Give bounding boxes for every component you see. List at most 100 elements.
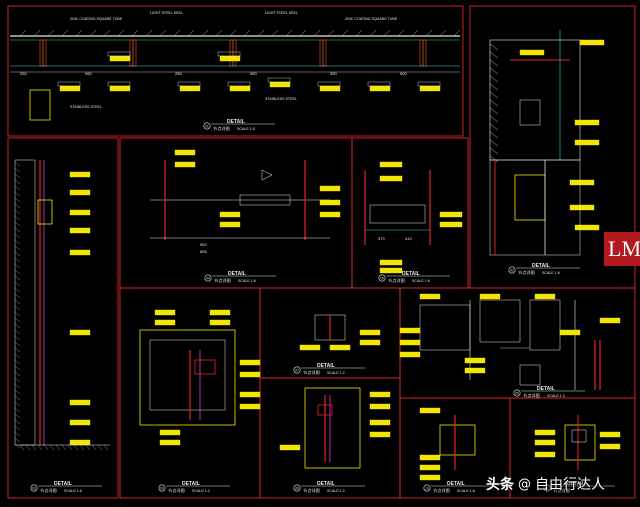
watermark: 头条 @ 自由行达人 <box>486 472 636 496</box>
panel-title-cn: 节点详图 <box>168 487 185 494</box>
panel-title-cn: 节点详图 <box>553 487 570 494</box>
callout-label: ZINC COATING SQUARE TUBE <box>70 17 123 21</box>
watermark-at: @ <box>518 476 531 492</box>
hatch <box>453 29 461 37</box>
hatch <box>14 245 21 251</box>
callout-label: ZINC COATING SQUARE TUBE <box>345 17 398 21</box>
material-tag <box>69 189 91 196</box>
material-tag <box>69 171 91 178</box>
hatch <box>55 444 61 451</box>
material-code <box>107 81 131 87</box>
material-code <box>367 81 391 87</box>
material-code <box>227 81 251 87</box>
material-tag <box>219 221 241 228</box>
material-tag <box>69 419 91 426</box>
hatch <box>14 167 21 173</box>
box <box>529 299 561 351</box>
hatch <box>14 371 21 377</box>
hatch <box>285 29 293 37</box>
material-tag <box>399 351 421 358</box>
hatch <box>489 67 499 75</box>
hatch <box>489 91 499 99</box>
hatch <box>14 179 21 185</box>
hatch <box>14 329 21 335</box>
material-tag <box>239 371 261 378</box>
hatch <box>489 155 499 163</box>
hatch <box>489 139 499 147</box>
panel-number: 11 <box>545 486 549 490</box>
section-box <box>369 204 426 224</box>
panel-number-bubble <box>293 366 301 374</box>
panel-number: 04 <box>206 276 210 280</box>
panel-title-text: DETAIL <box>317 363 335 369</box>
hatch <box>145 29 153 37</box>
material-tag <box>154 319 176 326</box>
panel-scale: SCALE 1:6 <box>238 279 256 283</box>
hatch <box>14 311 21 317</box>
material-tag <box>579 39 605 46</box>
panel-frame <box>509 397 636 499</box>
panel-frame <box>7 5 464 137</box>
material-code <box>417 81 441 87</box>
panel-title-text: DETAIL <box>532 263 550 269</box>
hatch <box>14 233 21 239</box>
material-tag <box>574 119 600 126</box>
material-tag <box>159 429 181 436</box>
hatch <box>489 147 499 155</box>
material-tag <box>174 149 196 156</box>
panel-number: 05 <box>380 276 384 280</box>
hatch <box>14 347 21 353</box>
hatch <box>131 29 139 37</box>
detail-bubble <box>514 174 546 221</box>
panel-title-text: DETAIL <box>537 386 555 392</box>
hatch <box>383 29 391 37</box>
material-tag <box>159 439 181 446</box>
hatch <box>14 293 21 299</box>
hatch <box>33 29 41 37</box>
material-tag <box>154 309 176 316</box>
hatch <box>14 275 21 281</box>
hatch <box>327 29 335 37</box>
material-tag <box>69 227 91 234</box>
hatch <box>489 123 499 131</box>
detail-bubble <box>439 424 476 456</box>
detail-bubble <box>37 199 53 225</box>
material-tag <box>534 451 556 458</box>
material-tag <box>419 464 441 471</box>
fixture <box>519 364 541 386</box>
hatch <box>61 444 67 451</box>
hatch <box>79 444 85 451</box>
material-tag <box>439 211 463 218</box>
hatch <box>14 431 21 437</box>
hatch <box>489 75 499 83</box>
detail-bubble <box>304 387 361 469</box>
hatch <box>14 209 21 215</box>
watermark-author: 自由行达人 <box>535 477 605 493</box>
material-code <box>177 81 201 87</box>
material-tag <box>379 267 403 274</box>
material-code <box>107 51 131 57</box>
panel-number: 03 <box>32 486 36 490</box>
panel-scale: SCALE 1:6 <box>412 279 430 283</box>
panel-number-bubble <box>203 122 211 130</box>
material-tag <box>569 204 595 211</box>
hatch <box>173 29 181 37</box>
material-tag <box>219 211 241 218</box>
panel-title-cn: 节点详图 <box>303 369 320 376</box>
dimension: 370 <box>378 236 385 241</box>
hatch <box>91 444 97 451</box>
hatch <box>14 197 21 203</box>
hatch <box>19 444 25 451</box>
panel-title-cn: 节点详图 <box>303 487 320 494</box>
material-tag <box>419 454 441 461</box>
material-code <box>317 81 341 87</box>
material-tag <box>369 391 391 398</box>
material-tag <box>569 179 595 186</box>
panel-title-text: DETAIL <box>182 481 200 487</box>
material-tag <box>219 55 241 62</box>
hatch <box>411 29 419 37</box>
